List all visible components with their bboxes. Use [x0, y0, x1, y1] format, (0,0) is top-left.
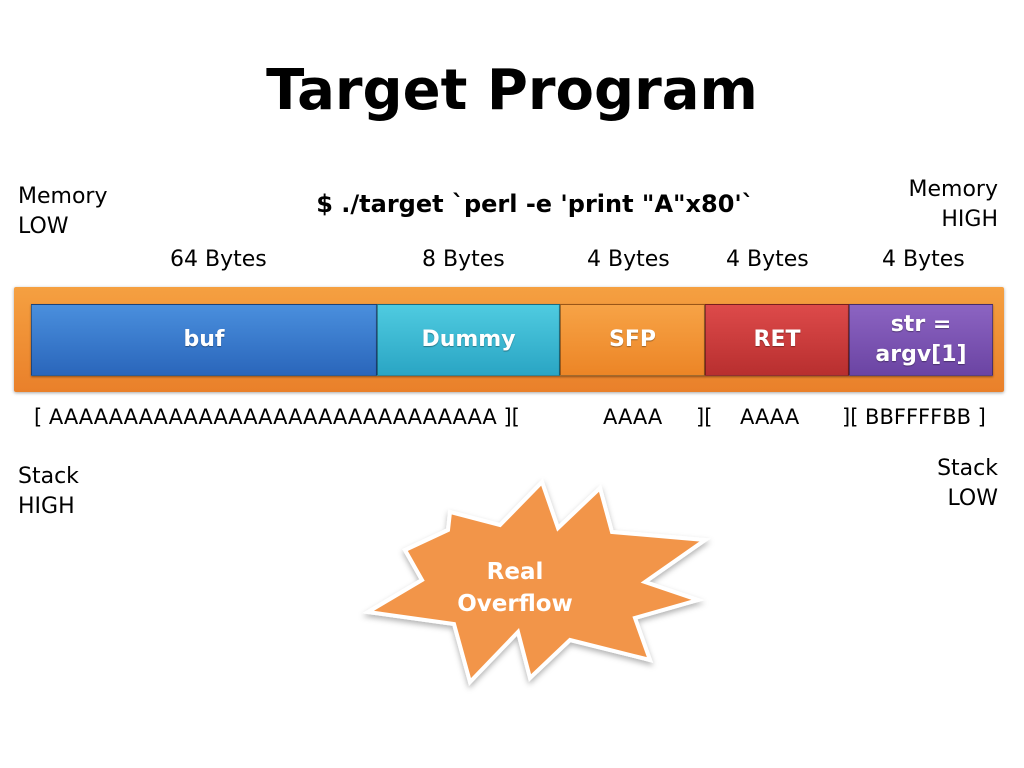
block-dummy-label: Dummy [421, 327, 516, 352]
explosion-burst-icon [362, 478, 711, 686]
block-sfp-label: SFP [609, 327, 656, 352]
payload-sfp: AAAA [603, 405, 663, 429]
stack-high-label: Stack HIGH [18, 462, 79, 522]
block-ret: RET [705, 304, 849, 376]
memory-low-line2: LOW [18, 214, 69, 239]
stack-low-line2: LOW [947, 486, 998, 511]
page-title: Target Program [266, 58, 758, 123]
bytes-label-str: 4 Bytes [882, 247, 965, 272]
payload-ret: AAAA [740, 405, 800, 429]
command-line: $ ./target `perl -e 'print "A"x80'` [316, 190, 754, 218]
block-buf-label: buf [183, 327, 225, 352]
bytes-label-buf: 64 Bytes [170, 247, 267, 272]
memory-high-line1: Memory [908, 177, 998, 202]
block-str-label-line2: argv[1] [875, 342, 967, 367]
block-str: str = argv[1] [849, 304, 993, 376]
stack-low-line1: Stack [937, 456, 998, 481]
payload-str: ][ BBFFFFBB ] [842, 405, 986, 429]
block-dummy: Dummy [377, 304, 560, 376]
bytes-label-sfp: 4 Bytes [587, 247, 670, 272]
stack-high-line2: HIGH [18, 494, 75, 519]
stack-low-label: Stack LOW [937, 454, 998, 514]
burst-label-line1: Real [486, 559, 544, 585]
burst-label-line2: Overflow [457, 591, 573, 617]
block-buf: buf [31, 304, 377, 376]
block-sfp: SFP [560, 304, 705, 376]
memory-low-line1: Memory [18, 184, 108, 209]
burst-label: Real Overflow [420, 556, 610, 620]
block-ret-label: RET [753, 327, 801, 352]
payload-buf: [ AAAAAAAAAAAAAAAAAAAAAAAAAAAAAA ][ [34, 405, 520, 429]
payload-separator: ][ [696, 405, 713, 429]
memory-high-line2: HIGH [941, 207, 998, 232]
memory-low-label: Memory LOW [18, 182, 107, 242]
block-str-label-line1: str = [890, 312, 952, 337]
bytes-label-ret: 4 Bytes [726, 247, 809, 272]
bytes-label-dummy: 8 Bytes [422, 247, 505, 272]
stack-high-line1: Stack [18, 464, 79, 489]
memory-high-label: Memory HIGH [909, 175, 998, 235]
